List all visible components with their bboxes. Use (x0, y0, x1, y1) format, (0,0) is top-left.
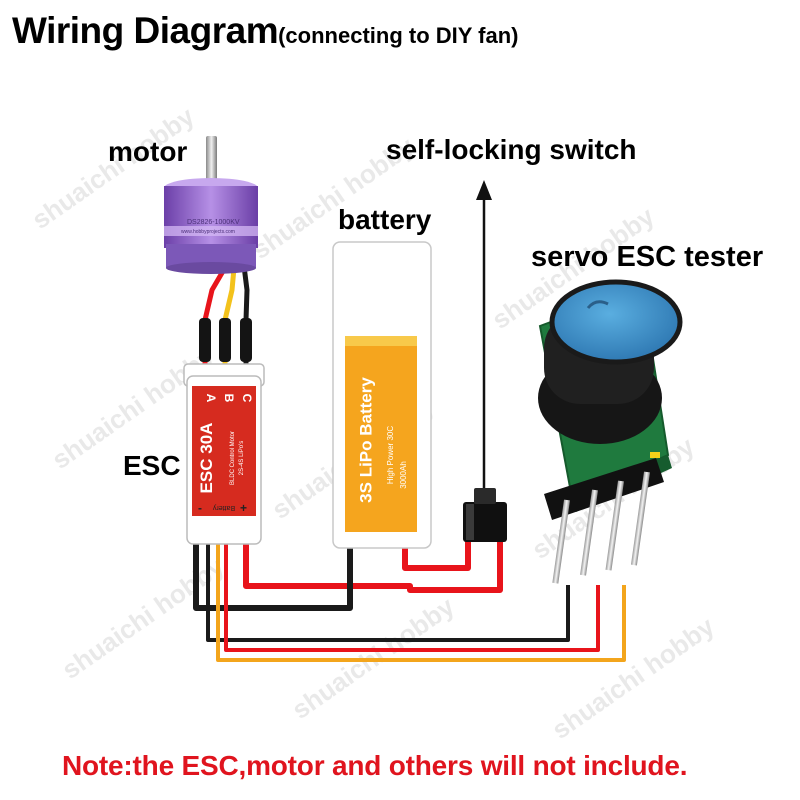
servo-esc-tester (538, 279, 683, 584)
motor-band (164, 226, 258, 236)
switch-button (474, 488, 496, 504)
motor-model-text: DS2826-1000KV (187, 219, 240, 226)
switch-wire-red (243, 540, 503, 593)
esc-line1: BLDC Control Motor (230, 431, 236, 485)
wires (193, 264, 626, 662)
esc-name: ESC 30A (197, 423, 216, 494)
esc-battery-text: Battery (212, 504, 235, 511)
battery-name: 3S LiPo Battery (357, 377, 376, 503)
self-locking-switch (463, 180, 507, 542)
bullet-connector (199, 318, 211, 362)
motor-website-text: www.hobbyprojects.com (181, 229, 235, 235)
esc-label (192, 386, 256, 516)
signal-wire-red (224, 540, 600, 652)
header-pin (580, 489, 598, 576)
battery-label (345, 336, 417, 532)
esc-phase-a: A (204, 394, 218, 403)
esc-phase-b: B (222, 394, 236, 403)
esc-phase-c: C (240, 394, 254, 403)
battery-line2: 3000Ah (399, 461, 408, 489)
motor-bottom (166, 262, 256, 274)
switch-arrow-head (476, 180, 492, 200)
switch-highlight (466, 504, 474, 540)
page-title: Wiring Diagram(connecting to DIY fan) (12, 10, 518, 52)
tester-label: servo ESC tester (531, 241, 764, 273)
title-subtitle: (connecting to DIY fan) (278, 23, 519, 48)
motor: DS2826-1000KV www.hobbyprojects.com (164, 136, 258, 274)
battery-label-stripe (345, 336, 417, 346)
tester-led (650, 452, 660, 458)
signal-wire-orange (216, 540, 626, 662)
watermark-text: shuaichi hobby (546, 611, 720, 745)
motor-body (164, 186, 258, 248)
knob-pointer (586, 300, 609, 309)
switch-label: self-locking switch (386, 134, 637, 165)
esc: A B C ESC 30A BLDC Control Motor 2S-4S L… (183, 363, 265, 545)
bullet-connector (219, 318, 231, 362)
esc-power-black (193, 540, 353, 611)
motor-shaft (206, 136, 217, 184)
disclaimer-note: Note:the ESC,motor and others will not i… (62, 750, 688, 781)
watermark-text: shuaichi hobby (56, 551, 230, 685)
header-pin (605, 480, 624, 571)
header-pin (630, 471, 650, 566)
signal-wire-black (206, 540, 570, 642)
esc-minus: - (198, 501, 202, 515)
esc-line2: 2S-4S LiPo's (239, 441, 245, 476)
bullet-connector (240, 318, 252, 362)
battery-label-text: battery (338, 204, 432, 235)
header-pin (552, 499, 570, 584)
battery-line1: High Power 30C (386, 426, 395, 484)
battery-wire-red (402, 540, 471, 571)
esc-label-text: ESC (123, 450, 181, 481)
pin-header (544, 458, 664, 520)
motor-label: motor (108, 136, 188, 167)
esc-plus: + (240, 501, 247, 515)
knob-cap (549, 279, 683, 365)
battery: 3S LiPo Battery High Power 30C 3000Ah (332, 241, 432, 549)
title-main: Wiring Diagram (12, 10, 279, 51)
